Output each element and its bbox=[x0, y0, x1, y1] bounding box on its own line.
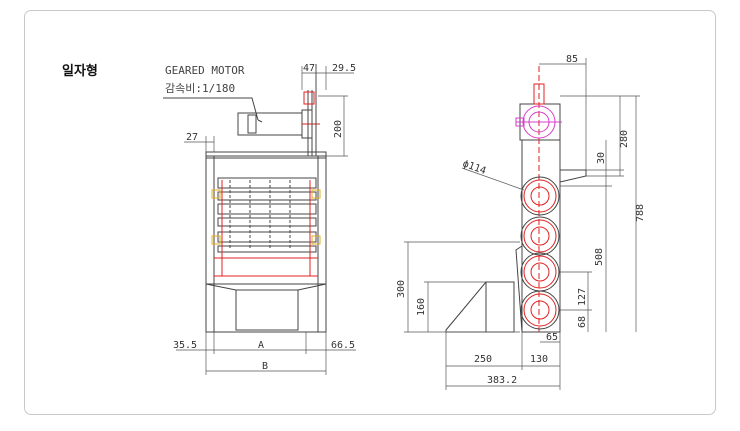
left-view bbox=[163, 64, 327, 333]
dim-29-5: 29.5 bbox=[332, 63, 356, 74]
dim-phi114: ϕ114 bbox=[461, 158, 487, 177]
right-view bbox=[445, 66, 587, 333]
dim-250: 250 bbox=[474, 354, 492, 365]
dim-27: 27 bbox=[186, 132, 198, 143]
geared-motor bbox=[237, 64, 320, 156]
dim-300: 300 bbox=[396, 280, 407, 298]
dim-130: 130 bbox=[530, 354, 548, 365]
dim-85: 85 bbox=[566, 54, 578, 65]
dim-66-5: 66.5 bbox=[331, 340, 355, 351]
dim-383-2: 383.2 bbox=[487, 375, 517, 386]
drawing-frame bbox=[24, 10, 716, 415]
dim-30: 30 bbox=[596, 152, 607, 164]
dim-47: 47 bbox=[303, 63, 315, 74]
dim-68: 68 bbox=[577, 316, 588, 328]
dim-508: 508 bbox=[594, 248, 605, 266]
dim-160: 160 bbox=[416, 298, 427, 316]
dim-788: 788 bbox=[635, 204, 646, 222]
dim-127: 127 bbox=[577, 288, 588, 306]
dim-280: 280 bbox=[619, 130, 630, 148]
dim-a: A bbox=[258, 340, 264, 351]
drawing-title: 일자형 bbox=[62, 64, 98, 79]
frame-body bbox=[205, 155, 327, 333]
dim-200: 200 bbox=[333, 120, 344, 138]
ratio-label: 감속비:1/180 bbox=[165, 82, 235, 95]
motor-label: GEARED MOTOR bbox=[165, 64, 245, 77]
dim-65: 65 bbox=[546, 332, 558, 343]
dim-35-5: 35.5 bbox=[173, 340, 197, 351]
shelf-stack bbox=[217, 177, 317, 253]
dim-b: B bbox=[262, 361, 268, 372]
